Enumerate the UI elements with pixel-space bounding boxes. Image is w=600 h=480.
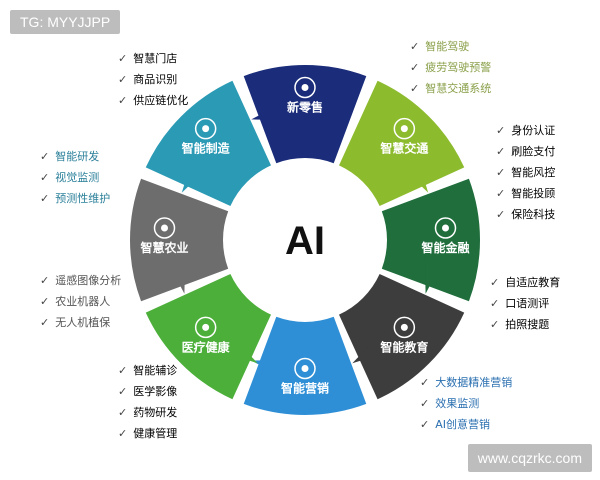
- list-item: ✓无人机植保: [40, 316, 111, 329]
- cart-icon-glyph: [301, 84, 309, 91]
- sector-pointer: [181, 145, 215, 193]
- megaphone-icon: [294, 357, 316, 380]
- megaphone-icon-glyph: [301, 365, 309, 372]
- sector-shape-agriculture: [129, 178, 229, 302]
- sector-shape-traffic: [339, 80, 465, 206]
- list-item: ✓农业机器人: [40, 295, 111, 308]
- list-item: ✓视觉监测: [40, 171, 100, 184]
- sector-shape-finance: [381, 178, 480, 302]
- list-item: ✓健康管理: [118, 427, 178, 440]
- traffic-list: ✓智能驾驶 ✓疲劳驾驶预警 ✓智慧交通系统: [410, 36, 491, 99]
- dollar-icon-glyph: [442, 224, 449, 232]
- list-item: ✓智能研发: [40, 150, 100, 163]
- sector-pointer: [424, 248, 449, 294]
- list-item: ✓预测性维护: [40, 192, 111, 205]
- list-item: ✓供应链优化: [118, 94, 189, 107]
- sector-pointer: [251, 96, 297, 121]
- marketing-list: ✓大数据精准营销 ✓效果监测 ✓AI创意营销: [420, 372, 512, 435]
- sector-traffic: 智慧交通: [339, 80, 465, 206]
- sector-finance: 智能金融: [381, 178, 480, 302]
- sector-pointer: [210, 330, 258, 364]
- list-item: ✓智慧交通系统: [410, 82, 492, 95]
- list-item: ✓智能投顾: [496, 187, 556, 200]
- list-item: ✓刷脸支付: [496, 145, 556, 158]
- finance-list: ✓身份认证 ✓刷脸支付 ✓智能风控 ✓智能投顾 ✓保险科技: [496, 120, 555, 225]
- cart-icon: [294, 76, 316, 99]
- sector-label: 医疗健康: [182, 339, 231, 354]
- center-ai-label: AI: [285, 219, 325, 263]
- retail-list: ✓智慧门店 ✓商品识别 ✓供应链优化: [118, 48, 188, 111]
- sector-label: 新零售: [287, 100, 323, 115]
- list-item: ✓商品识别: [118, 73, 178, 86]
- list-item: ✓智慧门店: [118, 52, 178, 65]
- website-watermark: www.cqzrkc.com: [467, 444, 592, 472]
- sector-label: 智慧农业: [139, 240, 188, 255]
- sector-agriculture: 智慧农业: [129, 178, 229, 302]
- dollar-icon: [434, 217, 457, 239]
- sector-label: 智能制造: [181, 141, 231, 156]
- hand-gear-icon-glyph: [202, 125, 210, 133]
- list-item: ✓效果监测: [420, 397, 480, 410]
- list-item: ✓保险科技: [496, 208, 556, 221]
- list-item: ✓智能驾驶: [410, 40, 470, 53]
- graduation-icon-glyph: [400, 323, 408, 331]
- list-item: ✓医学影像: [118, 385, 178, 398]
- list-item: ✓疲劳驾驶预警: [410, 61, 492, 74]
- traffic-icon: [393, 117, 416, 140]
- sector-label: 智能教育: [379, 339, 428, 354]
- list-item: ✓遥感图像分析: [40, 274, 122, 287]
- education-list: ✓自适应教育 ✓口语测评 ✓拍照搜题: [490, 272, 560, 335]
- list-item: ✓智能辅诊: [118, 364, 178, 377]
- sector-manufacturing: 智能制造: [145, 80, 271, 206]
- sector-shape-manufacturing: [145, 80, 271, 206]
- graduation-icon: [393, 316, 416, 339]
- sprout-icon: [153, 217, 176, 239]
- agriculture-list: ✓遥感图像分析 ✓农业机器人 ✓无人机植保: [40, 270, 121, 333]
- sector-label: 智慧交通: [379, 141, 428, 156]
- sector-pointer: [251, 359, 297, 384]
- sprout-icon-glyph: [161, 224, 168, 232]
- sector-label: 智能金融: [420, 240, 469, 255]
- traffic-icon-glyph: [400, 125, 408, 133]
- sector-medical: 医疗健康: [145, 274, 271, 400]
- hand-gear-icon: [194, 117, 217, 140]
- sector-shape-retail: [243, 64, 367, 164]
- list-item: ✓大数据精准营销: [420, 376, 513, 389]
- sector-pointer: [161, 248, 186, 294]
- list-item: ✓身份认证: [496, 124, 556, 137]
- list-item: ✓口语测评: [490, 297, 550, 310]
- sector-label: 智能营销: [280, 381, 329, 396]
- sector-education: 智能教育: [339, 274, 465, 400]
- pill-icon-glyph: [202, 323, 210, 331]
- pill-icon: [194, 316, 217, 339]
- sector-retail: 新零售: [243, 64, 367, 164]
- list-item: ✓自适应教育: [490, 276, 561, 289]
- list-item: ✓智能风控: [496, 166, 556, 179]
- tg-tag: TG: MYYJJPP: [10, 10, 121, 34]
- manufacturing-list: ✓智能研发 ✓视觉监测 ✓预测性维护: [40, 146, 110, 209]
- sector-pointer: [395, 145, 429, 193]
- list-item: ✓药物研发: [118, 406, 178, 419]
- sector-pointer: [352, 330, 400, 364]
- sector-marketing: 智能营销: [243, 316, 367, 415]
- list-item: ✓AI创意营销: [420, 418, 490, 431]
- list-item: ✓拍照搜题: [490, 318, 550, 331]
- medical-list: ✓智能辅诊 ✓医学影像 ✓药物研发 ✓健康管理: [118, 360, 177, 444]
